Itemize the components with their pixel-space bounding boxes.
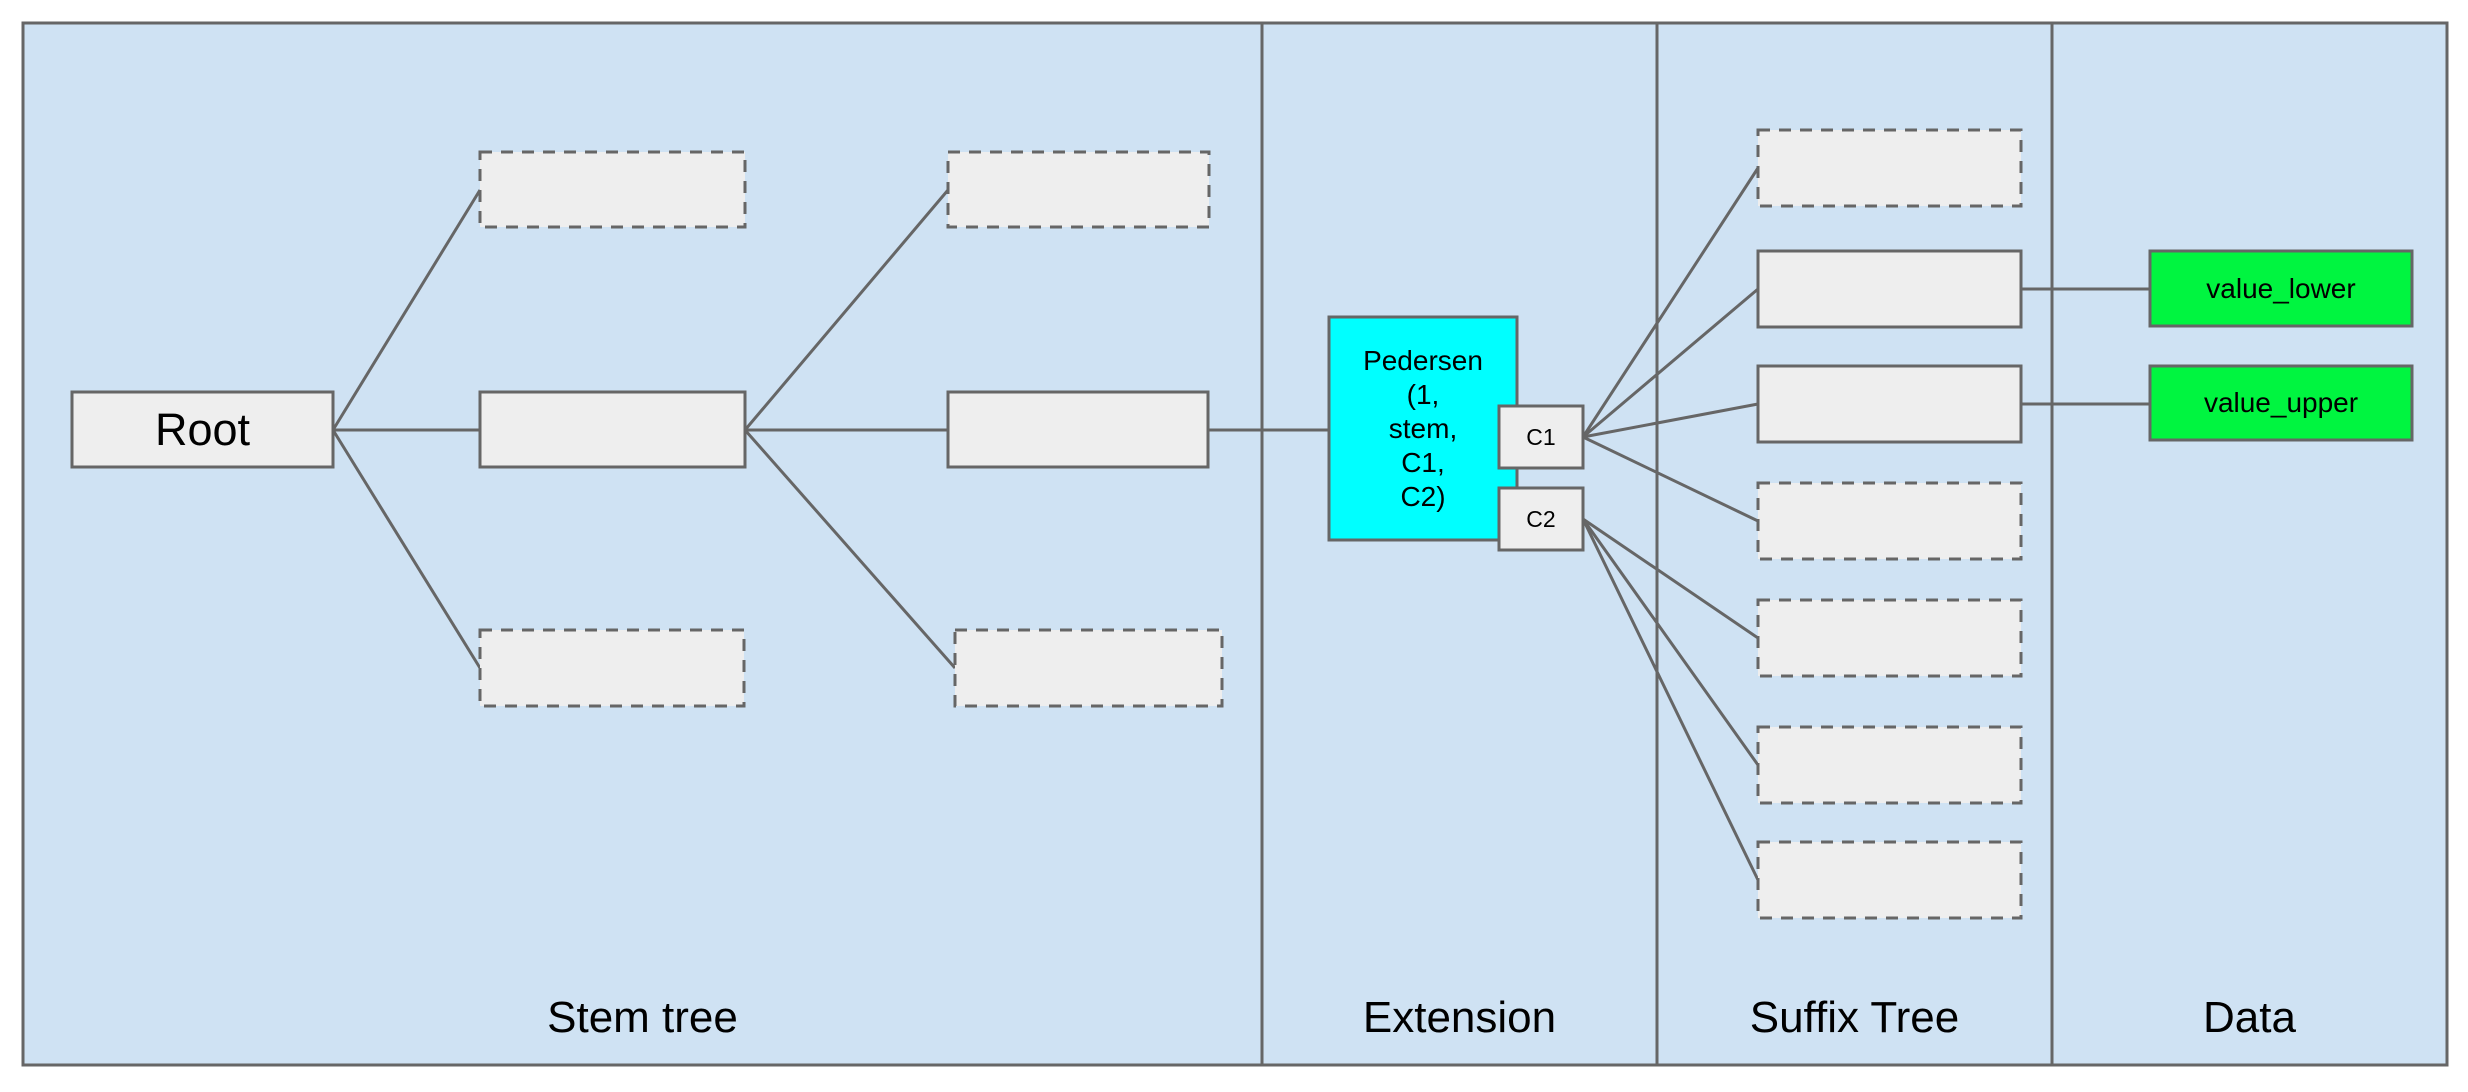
section-label-data: Data: [2203, 993, 2296, 1042]
c1-node-label: C1: [1526, 423, 1556, 450]
suffix-node-3: [1756, 364, 2023, 444]
root-node: [70, 390, 335, 469]
edge-c1-to-suffix3: [1582, 402, 1759, 439]
edge-c2-to-suffix7: [1581, 518, 1760, 881]
edge-c1-to-suffix4: [1582, 435, 1759, 523]
value-upper-label: value_upper: [2203, 387, 2359, 418]
stem3-node-mid: [946, 390, 1210, 469]
suffix-placeholder-7: [1756, 840, 2023, 920]
diagram-frame: [21, 21, 2449, 1067]
stem2-node-mid: [478, 390, 747, 469]
c1-node: [1497, 404, 1585, 470]
edge-c2-to-suffix5: [1582, 517, 1759, 640]
c2-node-label: C2: [1526, 505, 1556, 532]
suffix-placeholder-6: [1756, 725, 2023, 805]
c2-node: [1497, 486, 1585, 552]
edges: [331, 167, 2150, 881]
pedersen-label-line-3: stem,: [1388, 412, 1458, 444]
edge-stem2-to-stem3-top: [743, 189, 950, 431]
pedersen-label-line-5: C2): [1400, 480, 1446, 512]
edge-stem2-to-stem3-bottom: [743, 429, 957, 669]
pedersen-label-line-2: (1,: [1406, 378, 1440, 410]
value-lower-label: value_lower: [2206, 272, 2356, 304]
stem3-placeholder-bottom: [953, 628, 1224, 708]
suffix-node-2: [1756, 249, 2023, 329]
section-label-suffix-tree: Suffix Tree: [1749, 993, 1960, 1042]
edge-root-to-stem2-top: [331, 189, 482, 431]
root-node-label: Root: [154, 403, 251, 455]
section-label-extension: Extension: [1362, 993, 1557, 1042]
stem3-placeholder-top: [946, 150, 1211, 229]
section-label-stem-tree: Stem tree: [547, 993, 738, 1042]
stem2-placeholder-bottom: [478, 628, 746, 708]
edge-root-to-stem2-bottom: [331, 429, 482, 669]
pedersen-label-line-4: C1,: [1401, 446, 1445, 478]
edge-c1-to-suffix1: [1581, 167, 1760, 438]
suffix-placeholder-1: [1756, 128, 2023, 208]
stem2-placeholder-top: [478, 150, 747, 229]
pedersen-node-label: Pedersen (1, stem, C1, C2): [1329, 317, 1517, 540]
value-lower-node: [2148, 249, 2414, 328]
edge-c1-to-suffix2: [1582, 287, 1759, 439]
suffix-placeholder-4: [1756, 481, 2023, 561]
value-upper-node: [2148, 364, 2414, 442]
pedersen-label-line-1: Pedersen: [1363, 344, 1483, 376]
edge-c2-to-suffix6: [1581, 518, 1760, 766]
pedersen-node: [1327, 315, 1519, 542]
suffix-placeholder-5: [1756, 598, 2023, 678]
